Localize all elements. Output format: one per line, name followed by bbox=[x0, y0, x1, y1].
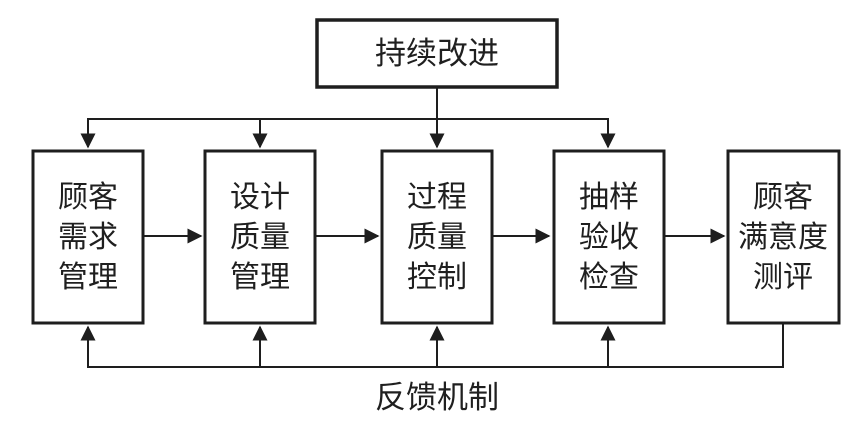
box3-line2: 质量 bbox=[407, 221, 467, 254]
continuous-improvement-box bbox=[315, 18, 559, 89]
box2-line1: 设计 bbox=[230, 181, 290, 214]
continuous-improvement-label: 持续改进 bbox=[375, 36, 499, 71]
design-quality-box bbox=[203, 149, 317, 325]
box1-line1: 顾客 bbox=[58, 181, 118, 214]
box5-line1: 顾客 bbox=[753, 181, 813, 214]
node-customer-requirements-management: 顾客 需求 管理 bbox=[31, 149, 145, 325]
sampling-acceptance-box bbox=[552, 149, 666, 325]
node-customer-satisfaction-evaluation: 顾客 满意度 测评 bbox=[726, 149, 841, 325]
feedback-mechanism-label: 反馈机制 bbox=[375, 380, 499, 415]
box3-line1: 过程 bbox=[407, 181, 467, 214]
box2-line3: 管理 bbox=[230, 261, 290, 294]
box5-line3: 测评 bbox=[753, 261, 813, 294]
box4-line2: 验收 bbox=[579, 221, 639, 254]
box2-line2: 质量 bbox=[230, 221, 290, 254]
node-process-quality-control: 过程 质量 控制 bbox=[380, 149, 494, 325]
box4-line1: 抽样 bbox=[579, 181, 639, 214]
process-quality-box bbox=[380, 149, 494, 325]
node-sampling-acceptance-inspection: 抽样 验收 检查 bbox=[552, 149, 666, 325]
box4-line3: 检查 bbox=[579, 261, 639, 294]
box3-line3: 控制 bbox=[407, 261, 467, 294]
box1-line3: 管理 bbox=[58, 261, 118, 294]
node-continuous-improvement: 持续改进 bbox=[315, 18, 559, 89]
box5-line2: 满意度 bbox=[738, 221, 828, 254]
box1-line2: 需求 bbox=[58, 221, 118, 254]
customer-satisfaction-box bbox=[726, 149, 841, 325]
node-design-quality-management: 设计 质量 管理 bbox=[203, 149, 317, 325]
customer-requirements-box bbox=[31, 149, 145, 325]
